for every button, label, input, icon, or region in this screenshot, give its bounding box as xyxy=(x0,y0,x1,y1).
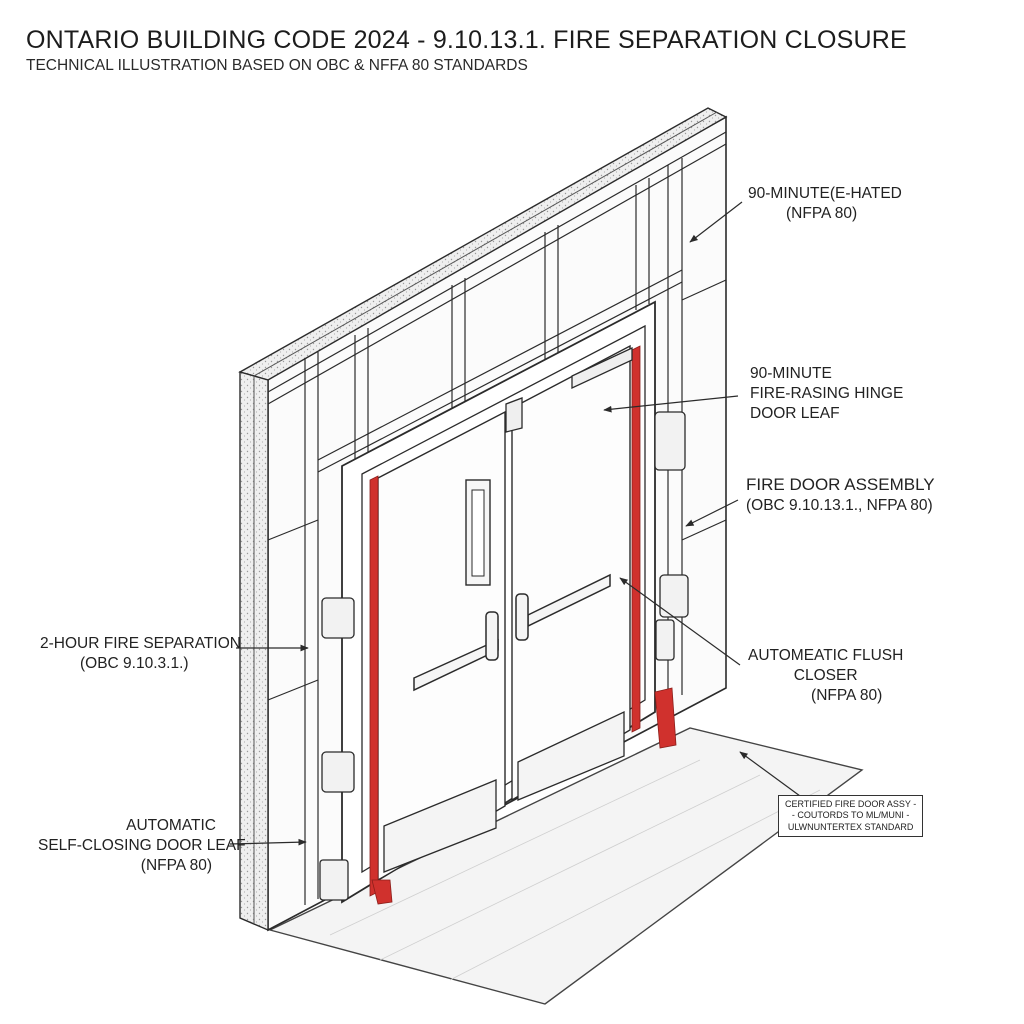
callout-closer-line2: CLOSER xyxy=(793,667,858,685)
callout-closer-line1: AUTOMEATIC FLUSH xyxy=(748,647,904,664)
right-hinges xyxy=(654,411,689,661)
callout-assembly-line2: (OBC 9.10.13.1., NFPA 80) xyxy=(746,497,933,515)
callout-self-closing-line2: SELF-CLOSING DOOR LEAF xyxy=(38,837,246,855)
callout-assembly: FIRE DOOR ASSEMBLY (OBC 9.10.13.1., NFPA… xyxy=(746,474,935,516)
door-closer xyxy=(505,346,633,433)
callout-rated-frame-line1: 90-MINUTE(E-HATED xyxy=(748,185,902,202)
left-hinges xyxy=(319,597,355,901)
diagram-subtitle: TECHNICAL ILLUSTRATION BASED ON OBC & NF… xyxy=(26,57,528,74)
callout-closer-line3: (NFPA 80) xyxy=(811,687,883,705)
callout-rated-frame-line2: (NFPA 80) xyxy=(786,205,858,223)
certification-line3: ULWNUNTERTEX STANDARD xyxy=(787,821,914,832)
callout-hinge-leaf-line2: FIRE-RASING HINGE xyxy=(750,385,904,403)
certification-line1: CERTIFIED FIRE DOOR ASSY - xyxy=(785,799,917,809)
callout-self-closing-line3: (NFPA 80) xyxy=(140,857,212,875)
callout-rated-frame: 90-MINUTE(E-HATED (NFPA 80) xyxy=(748,184,902,224)
callout-hinge-leaf: 90-MINUTE FIRE-RASING HINGE DOOR LEAF xyxy=(750,364,903,424)
certification-line2: - COUTORDS TO ML/MUNI - xyxy=(791,810,910,821)
diagram-title: ONTARIO BUILDING CODE 2024 - 9.10.13.1. … xyxy=(26,26,907,54)
intumescent-seals xyxy=(369,345,677,905)
kick-plates xyxy=(383,710,625,873)
callout-hinge-leaf-line3: DOOR LEAF xyxy=(750,405,840,423)
callout-self-closing: AUTOMATIC SELF-CLOSING DOOR LEAF (NFPA 8… xyxy=(38,816,246,876)
callout-hinge-leaf-line1: 90-MINUTE xyxy=(750,365,832,382)
callout-separation-line1: 2-HOUR FIRE SEPARATION xyxy=(40,635,241,652)
callout-leaders xyxy=(229,201,801,846)
callout-assembly-line1: FIRE DOOR ASSEMBLY xyxy=(746,475,935,494)
callout-separation: 2-HOUR FIRE SEPARATION (OBC 9.10.3.1.) xyxy=(40,634,241,674)
callout-self-closing-line1: AUTOMATIC xyxy=(126,817,216,834)
certification-tag: CERTIFIED FIRE DOOR ASSY - - COUTORDS TO… xyxy=(778,795,924,837)
callout-separation-line2: (OBC 9.10.3.1.) xyxy=(80,655,189,673)
panic-push-bars xyxy=(413,573,611,692)
callout-closer: AUTOMEATIC FLUSH CLOSER (NFPA 80) xyxy=(748,646,903,706)
